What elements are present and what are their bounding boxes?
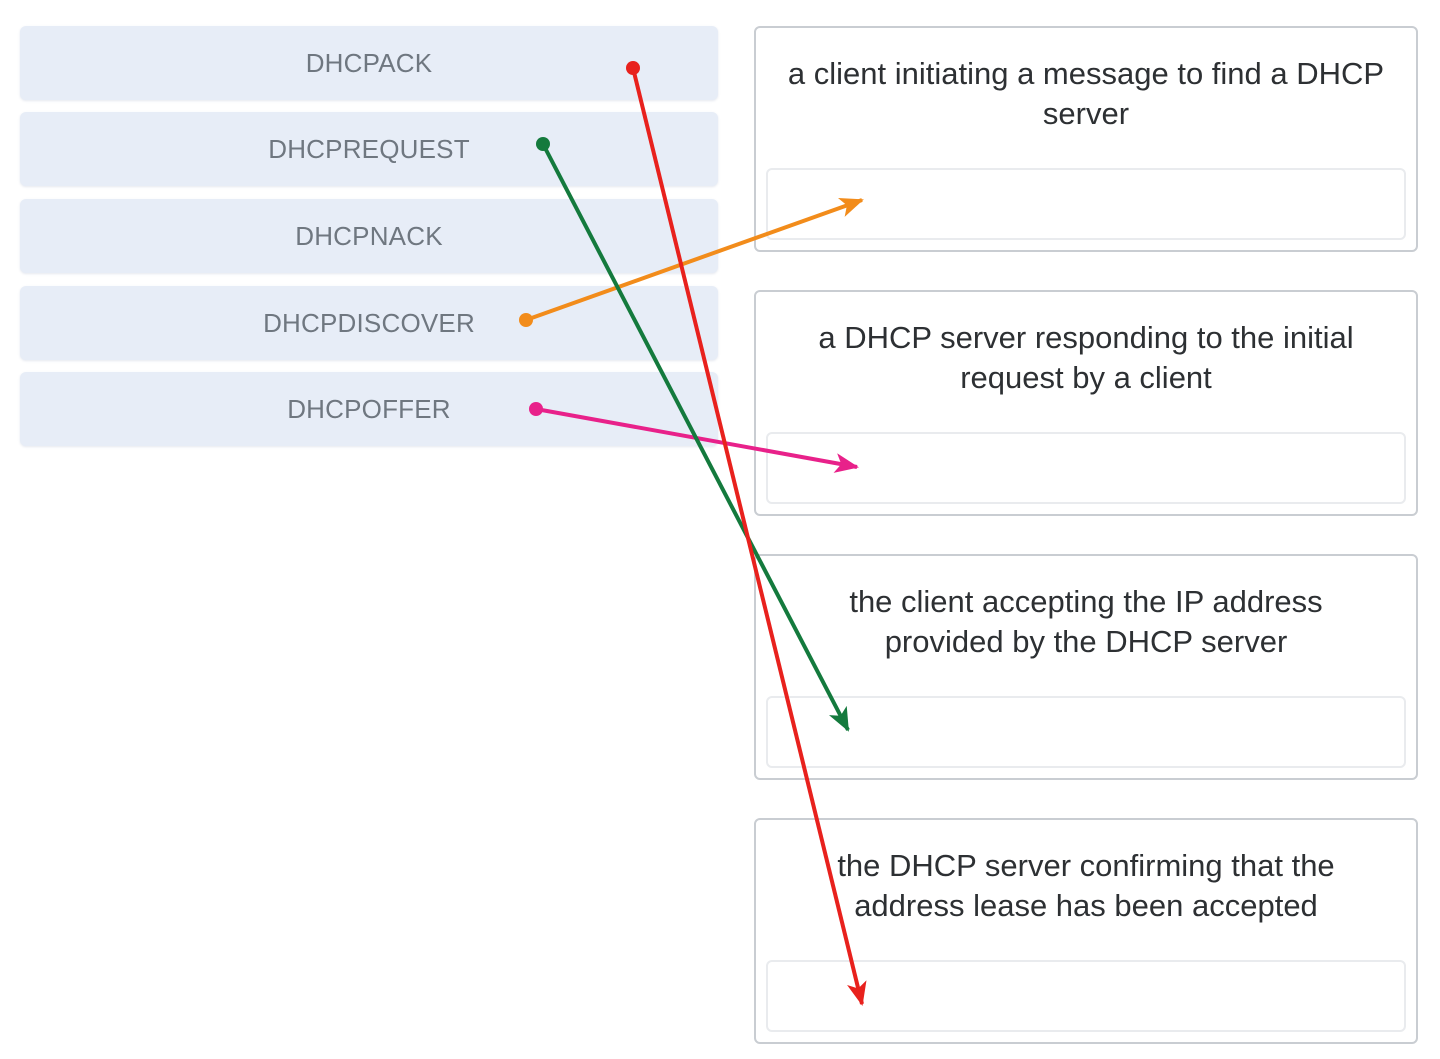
option-label: DHCPREQUEST (268, 133, 470, 164)
drop-zone[interactable] (766, 432, 1406, 504)
target-box-4: the DHCP server confirming that the addr… (754, 818, 1418, 1044)
target-box-1: a client initiating a message to find a … (754, 26, 1418, 252)
target-description: a client initiating a message to find a … (787, 56, 1385, 131)
option-label: DHCPACK (305, 47, 433, 78)
target-box-2: a DHCP server responding to the initial … (754, 290, 1418, 516)
drop-zone[interactable] (766, 960, 1406, 1032)
target-description: the client accepting the IP address prov… (849, 584, 1323, 659)
drop-zone[interactable] (766, 168, 1406, 240)
option-label: DHCPDISCOVER (263, 307, 475, 338)
target-description: a DHCP server responding to the initial … (818, 320, 1354, 395)
option-dhcpdiscover[interactable]: DHCPDISCOVER (20, 286, 718, 360)
target-description: the DHCP server confirming that the addr… (837, 848, 1335, 923)
target-box-3: the client accepting the IP address prov… (754, 554, 1418, 780)
option-dhcprequest[interactable]: DHCPREQUEST (20, 112, 718, 186)
option-dhcpnack[interactable]: DHCPNACK (20, 199, 718, 273)
drop-zone[interactable] (766, 696, 1406, 768)
option-label: DHCPOFFER (287, 393, 451, 424)
option-dhcpoffer[interactable]: DHCPOFFER (20, 372, 718, 446)
option-label: DHCPNACK (295, 220, 443, 251)
option-dhcpack[interactable]: DHCPACK (20, 26, 718, 100)
